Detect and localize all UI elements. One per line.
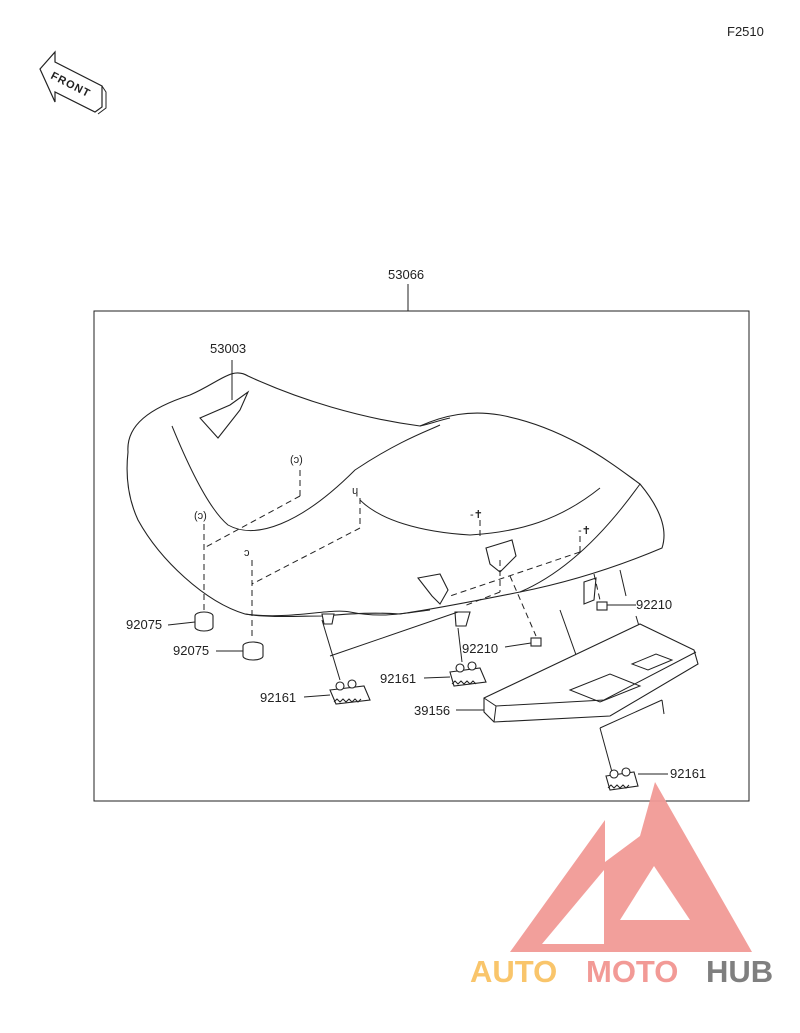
assembly-part-number: 53066 <box>388 267 424 282</box>
watermark-auto: AUTO <box>470 954 557 989</box>
bracket-left <box>329 679 371 705</box>
label-tray: 39156 <box>414 703 450 718</box>
watermark-moto: MOTO <box>586 954 678 989</box>
svg-text:ɥ: ɥ <box>352 485 358 497</box>
bracket-right <box>605 767 639 791</box>
assembly-bracket <box>93 284 750 802</box>
svg-text:(ɔ): (ɔ) <box>194 510 207 522</box>
damper-left <box>194 611 214 632</box>
svg-text:‑✝: ‑✝ <box>578 525 591 537</box>
svg-text:ɔ: ɔ <box>244 547 250 559</box>
bracket-center <box>449 661 487 687</box>
damper-lower <box>242 641 264 661</box>
nut-right <box>596 601 608 611</box>
label-nut-right: 92210 <box>636 597 672 612</box>
label-damper-left: 92075 <box>126 617 162 632</box>
front-arrow-icon: FRONT <box>39 50 107 115</box>
figure-code: F2510 <box>727 24 764 39</box>
svg-text:(ɔ): (ɔ) <box>290 454 303 466</box>
label-seat-cover: 53003 <box>210 341 246 356</box>
tray <box>483 623 699 723</box>
label-bracket-right: 92161 <box>670 766 706 781</box>
watermark-wordmark: AUTO MOTO HUB <box>470 954 773 989</box>
label-damper-lower: 92075 <box>173 643 209 658</box>
svg-text:‑✝: ‑✝ <box>470 509 483 521</box>
seat-illustration: (ɔ) ɥ (ɔ) ɔ ‑✝ ‑✝ <box>126 360 665 627</box>
label-bracket-left: 92161 <box>260 690 296 705</box>
label-bracket-center: 92161 <box>380 671 416 686</box>
label-leaders <box>167 604 668 775</box>
label-nut-center: 92210 <box>462 641 498 656</box>
watermark-hub: HUB <box>706 954 773 989</box>
automotohub-logo-icon <box>510 782 752 952</box>
guide-lines <box>203 470 601 640</box>
nut-center <box>530 637 542 647</box>
